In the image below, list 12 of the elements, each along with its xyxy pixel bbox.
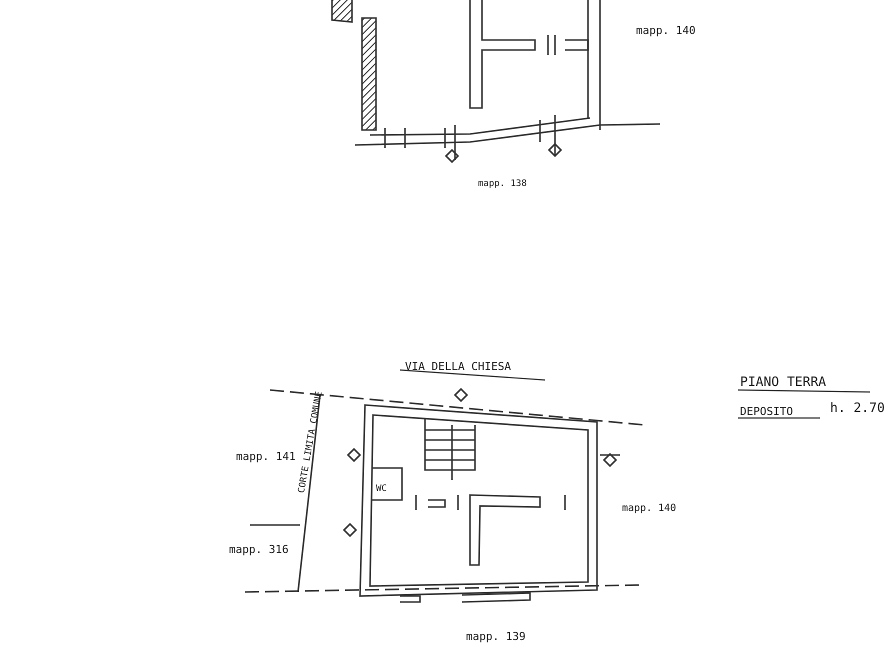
room-name: DEPOSITO bbox=[740, 405, 793, 418]
lot-label: mapp. 141 bbox=[236, 450, 296, 463]
lot-label: mapp. 139 bbox=[466, 630, 526, 643]
lot-label: mapp. 140 bbox=[622, 502, 676, 515]
street-name: VIA DELLA CHIESA bbox=[405, 360, 511, 373]
room-label: WC bbox=[376, 483, 387, 496]
lot-label: mapp. 140 bbox=[636, 24, 696, 37]
lot-label: mapp. 138 bbox=[478, 178, 527, 191]
lot-label: mapp. 316 bbox=[229, 543, 289, 556]
ceiling-height-label: h. 2.70 bbox=[830, 402, 885, 415]
courtyard-label: CORTE LIMITA COMUNE bbox=[296, 390, 326, 494]
floor-title: PIANO TERRA bbox=[740, 376, 826, 389]
